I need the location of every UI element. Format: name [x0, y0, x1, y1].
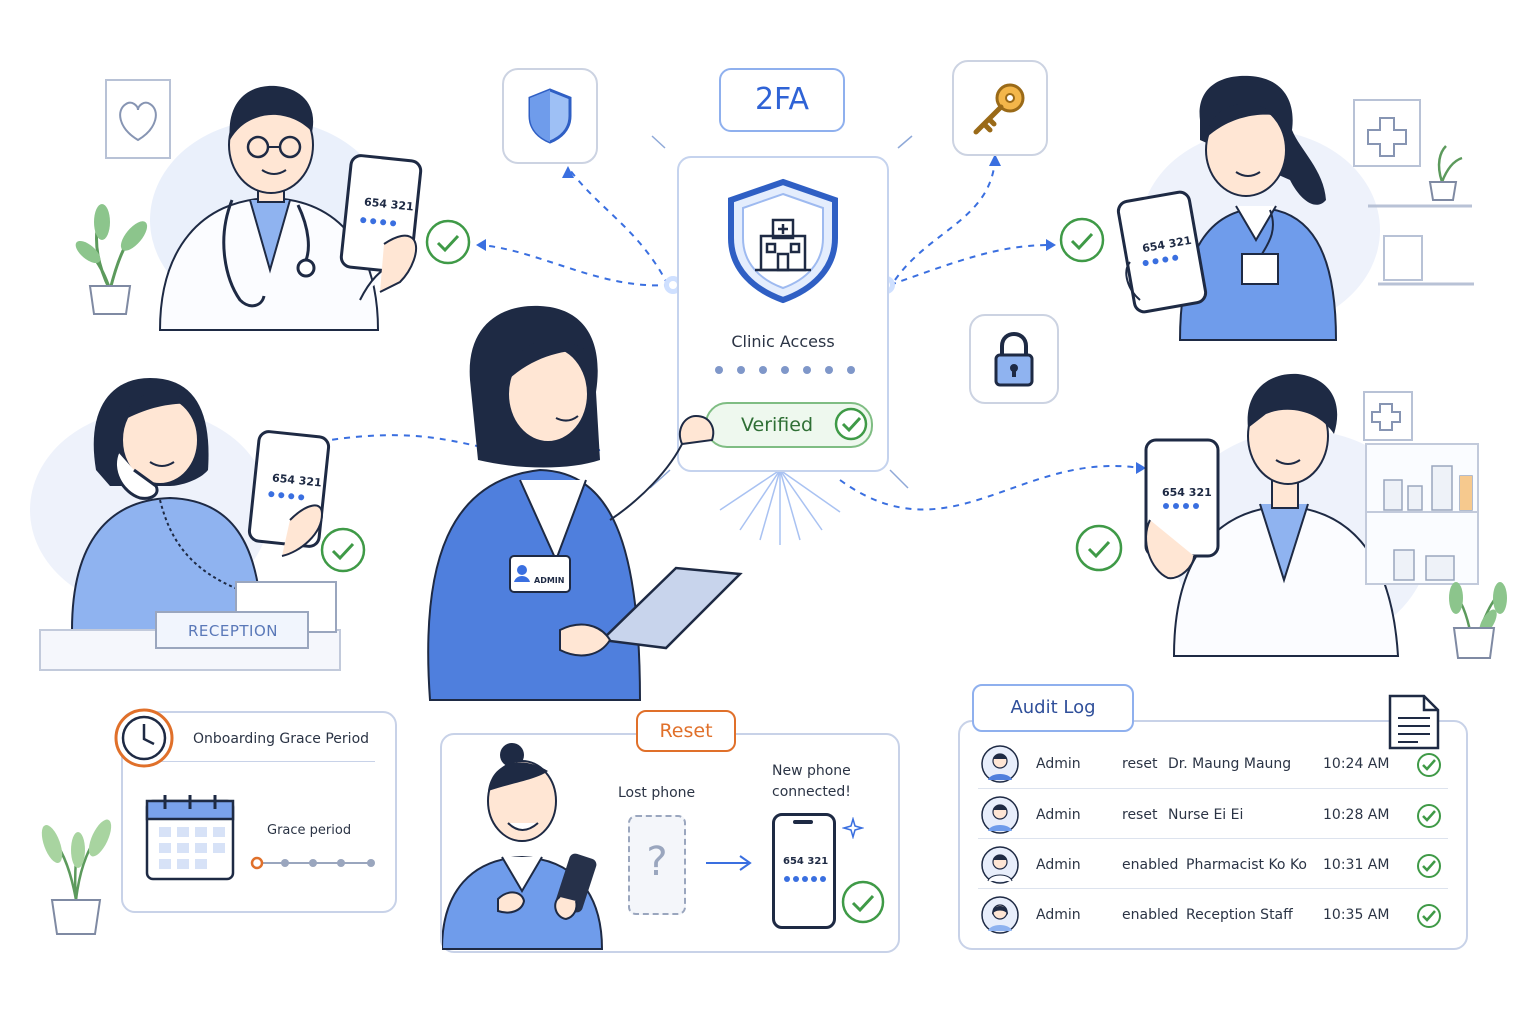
document-icon	[1388, 694, 1440, 750]
pharmacist-figure	[1172, 373, 1400, 657]
audit-time: 10:24 AM	[1323, 756, 1390, 772]
sparkle-icon	[842, 817, 864, 839]
new-phone-label-2: connected!	[772, 784, 851, 800]
arrow-right-icon	[706, 855, 752, 871]
grace-period-label: Grace period	[267, 823, 352, 838]
new-phone-label-1: New phone	[772, 763, 851, 779]
audit-target: Nurse Ei Ei	[1168, 807, 1244, 823]
avatar	[981, 796, 1019, 834]
audit-log-panel	[958, 720, 1468, 950]
check-icon	[320, 217, 1123, 573]
twofa-badge: 2FA	[719, 68, 845, 132]
avatar	[981, 846, 1019, 884]
pharmacist-otp: 654 321	[1162, 486, 1212, 499]
audit-log-tab-label: Audit Log	[1010, 697, 1096, 718]
check-icon	[1417, 854, 1441, 878]
audit-row-divider	[978, 838, 1448, 839]
audit-target: Reception Staff	[1186, 907, 1293, 923]
lock-icon	[994, 331, 1034, 387]
audit-actor: Admin	[1036, 907, 1081, 923]
audit-target: Dr. Maung Maung	[1168, 756, 1292, 772]
reset-tab[interactable]: Reset	[636, 710, 736, 752]
verified-pill: Verified	[705, 402, 873, 448]
grace-panel-divider	[149, 761, 375, 762]
audit-row: Admin enabled Reception Staff 10:35 AM	[980, 893, 1450, 937]
new-phone-otp: 654 321	[783, 856, 829, 867]
audit-row: Admin enabled Pharmacist Ko Ko 10:31 AM	[980, 843, 1450, 887]
lost-phone-placeholder: ?	[628, 815, 686, 915]
hospital-shield-icon	[728, 178, 838, 304]
check-icon	[1417, 753, 1441, 777]
audit-actor: Admin	[1036, 807, 1081, 823]
audit-action: reset	[1122, 756, 1158, 772]
twofa-badge-label: 2FA	[754, 82, 810, 117]
audit-actor: Admin	[1036, 756, 1081, 772]
new-phone: 654 321	[772, 813, 836, 929]
shield-icon	[528, 88, 572, 144]
audit-target: Pharmacist Ko Ko	[1186, 857, 1307, 873]
check-icon	[1417, 904, 1441, 928]
audit-action: enabled	[1122, 857, 1179, 873]
audit-log-tab[interactable]: Audit Log	[972, 684, 1134, 732]
reset-tab-label: Reset	[659, 720, 713, 742]
check-icon	[1417, 804, 1441, 828]
doctor-figure	[158, 85, 397, 331]
nurse-reset-figure	[442, 743, 604, 950]
grace-progress	[250, 856, 375, 870]
audit-time: 10:35 AM	[1323, 907, 1390, 923]
clock-icon	[114, 708, 174, 768]
lock-icon-box	[969, 314, 1059, 404]
lost-phone-question: ?	[646, 839, 668, 885]
audit-action: enabled	[1122, 907, 1179, 923]
clinic-access-card: Clinic Access Verified	[677, 156, 889, 472]
key-icon	[973, 83, 1025, 135]
password-dots	[715, 366, 855, 374]
reset-panel: Lost phone ? New phone connected! 654 32…	[440, 733, 900, 953]
reception-desk-label: RECEPTION	[187, 622, 278, 640]
avatar	[981, 896, 1019, 934]
shield-icon-box	[502, 68, 598, 164]
audit-action: reset	[1122, 807, 1158, 823]
audit-actor: Admin	[1036, 857, 1081, 873]
key-icon-box	[952, 60, 1048, 156]
audit-row: Admin reset Dr. Maung Maung 10:24 AM	[980, 742, 1450, 786]
grace-panel-title: Onboarding Grace Period	[193, 731, 370, 747]
audit-time: 10:31 AM	[1323, 857, 1390, 873]
verified-label: Verified	[741, 414, 814, 436]
audit-row: Admin reset Nurse Ei Ei 10:28 AM	[980, 793, 1450, 837]
hospital-icon	[755, 218, 811, 272]
clinic-access-title: Clinic Access	[731, 332, 835, 351]
calendar-icon	[145, 795, 235, 881]
audit-time: 10:28 AM	[1323, 807, 1390, 823]
lost-phone-label: Lost phone	[618, 785, 696, 801]
audit-row-divider	[978, 788, 1448, 789]
receptionist-figure	[70, 378, 264, 631]
audit-row-divider	[978, 888, 1448, 889]
plant-decoration	[41, 819, 112, 935]
check-icon	[834, 407, 868, 441]
admin-badge-label: ADMIN	[534, 576, 565, 585]
avatar	[981, 745, 1019, 783]
check-icon	[841, 880, 885, 924]
